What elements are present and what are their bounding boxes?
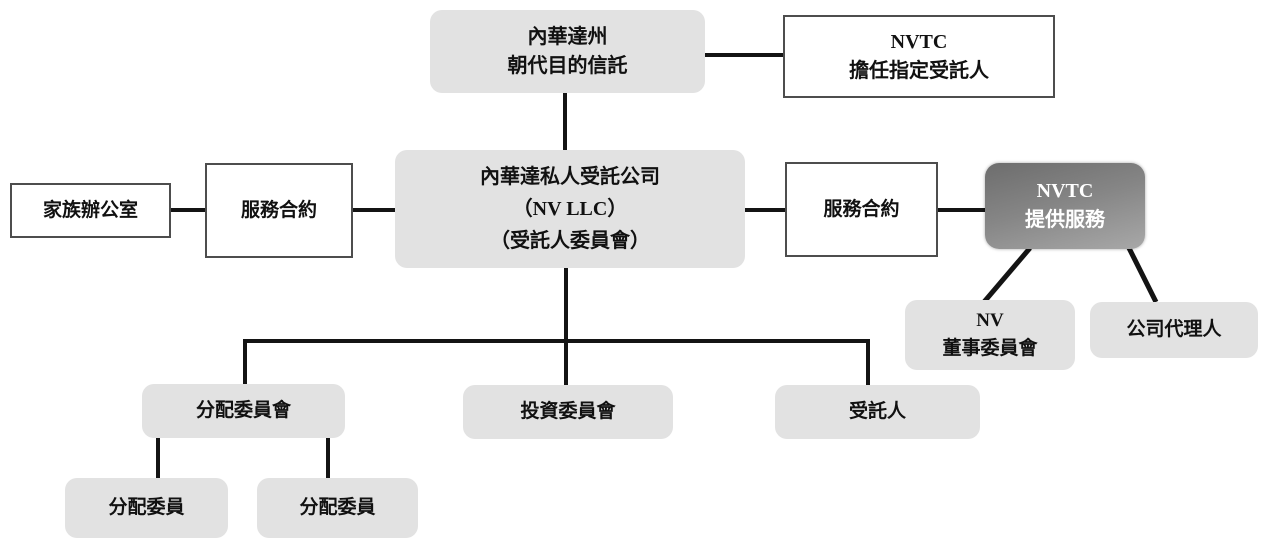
node-nvtc-designated-trustee: NVTC 擔任指定受託人 <box>783 15 1055 98</box>
node-dynasty-trust-line2: 朝代目的信託 <box>507 54 628 77</box>
node-dynasty-trust-line1: 內華達州 <box>527 25 608 48</box>
node-service-contract-left-label: 服務合約 <box>240 199 317 221</box>
node-trustee: 受託人 <box>775 385 980 439</box>
node-nvtc-designated-trustee-line2: 擔任指定受託人 <box>849 59 989 82</box>
node-investment-committee-label: 投資委員會 <box>520 401 616 423</box>
node-distribution-member-2-label: 分配委員 <box>299 497 376 519</box>
node-corporate-agent: 公司代理人 <box>1090 302 1258 358</box>
node-nv-board-committee-line2: 董事委員會 <box>942 338 1038 359</box>
node-service-contract-right-label: 服務合約 <box>823 198 900 220</box>
node-service-contract-left: 服務合約 <box>205 163 353 258</box>
node-nv-llc-line1: 內華達私人受託公司 <box>480 166 660 188</box>
node-corporate-agent-label: 公司代理人 <box>1126 319 1222 341</box>
node-service-contract-right: 服務合約 <box>785 162 938 257</box>
node-nvtc-services-line1: NVTC <box>1036 180 1094 202</box>
node-nvtc-designated-trustee-line1: NVTC <box>890 30 948 53</box>
node-family-office-label: 家族辦公室 <box>42 199 138 221</box>
node-dynasty-trust: 內華達州 朝代目的信託 <box>430 10 705 93</box>
node-trustee-label: 受託人 <box>848 401 906 423</box>
node-nvtc-services: NVTC 提供服務 <box>985 163 1145 249</box>
node-nv-llc-line3: （受託人委員會） <box>490 230 650 252</box>
node-distribution-member-1-label: 分配委員 <box>108 497 185 519</box>
node-nv-board-committee: NV 董事委員會 <box>905 300 1075 370</box>
node-distribution-member-2: 分配委員 <box>257 478 418 538</box>
node-nv-llc-line2: （NV LLC） <box>512 198 628 220</box>
node-nv-board-committee-line1: NV <box>976 310 1004 332</box>
node-investment-committee: 投資委員會 <box>463 385 673 439</box>
node-family-office: 家族辦公室 <box>10 183 171 238</box>
node-distribution-member-1: 分配委員 <box>65 478 228 538</box>
node-distribution-committee: 分配委員會 <box>142 384 345 438</box>
node-distribution-committee-label: 分配委員會 <box>195 400 291 422</box>
node-nvtc-services-line2: 提供服務 <box>1025 209 1105 231</box>
node-nv-llc: 內華達私人受託公司 （NV LLC） （受託人委員會） <box>395 150 745 268</box>
